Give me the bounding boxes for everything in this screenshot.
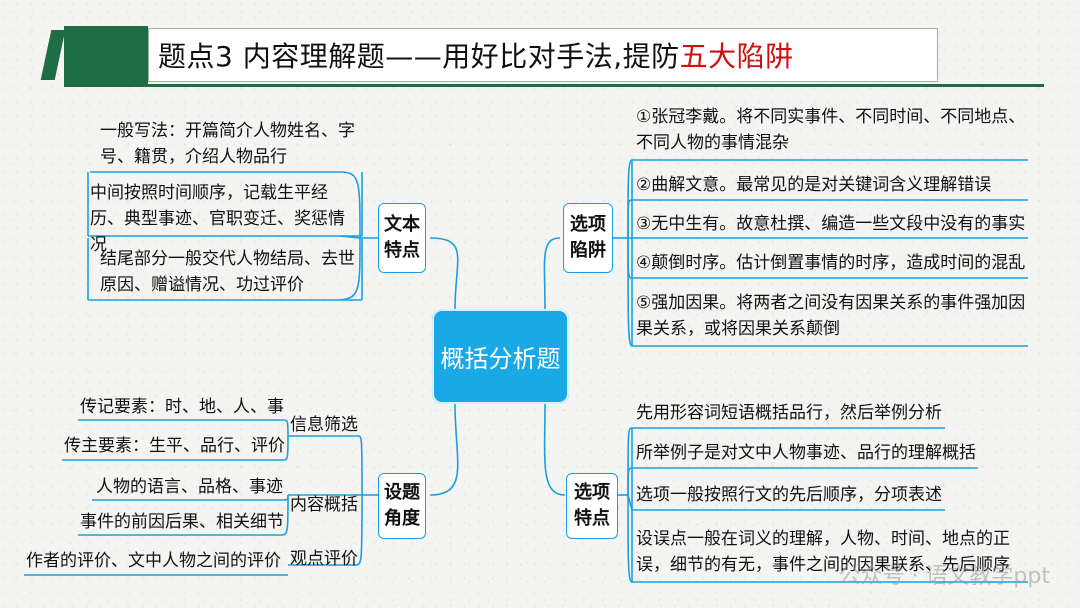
option-trap-item-1: ①张冠李戴。将不同实事件、不同时间、不同地点、不同人物的事情混杂: [636, 107, 1026, 153]
angle-item-4: 事件的前因后果、相关细节: [80, 512, 284, 532]
angle-item-1: 传记要素：时、地、人、事: [80, 397, 284, 417]
page-title: 题点3 内容理解题——用好比对手法,提防五大陷阱: [158, 35, 794, 75]
branch-option-traps-l2: 陷阱: [570, 240, 606, 261]
option-trap-item-2: ②曲解文意。最常见的是对关键词含义理解错误: [636, 175, 992, 195]
connector-center-text-features: [429, 237, 459, 310]
group-label-info-filter: 信息筛选: [290, 415, 358, 435]
title-bar: [38, 20, 1048, 87]
option-feature-item-4: 设误点一般在词义的理解，人物、时间、地点的正误，细节的有无，事件之间的因果联系、…: [636, 529, 1010, 575]
branch-option-traps-l1: 选项: [570, 214, 606, 235]
option-feature-item-2: 所举例子是对文中人物事迹、品行的理解概括: [636, 443, 976, 463]
option-feature-item-1: 先用形容词短语概括品行，然后举例分析: [636, 403, 942, 423]
group-label-content-summary: 内容概括: [290, 495, 358, 515]
connector-center-question-angle: [429, 403, 459, 496]
branch-question-angle-l1: 设题: [384, 482, 420, 503]
branch-text-features-l2: 特点: [384, 240, 420, 261]
title-underline: [64, 84, 1044, 87]
title-box: [148, 28, 938, 82]
option-trap-item-5: ⑤强加因果。将两者之间没有因果关系的事件强加因果关系，或将因果关系颠倒: [636, 293, 1026, 339]
angle-item-3: 人物的语言、品格、事迹: [96, 477, 283, 497]
branch-option-features: 选项 特点: [566, 473, 618, 539]
branch-option-features-l1: 选项: [574, 482, 610, 503]
connector-center-option-features: [543, 403, 566, 496]
group-label-viewpoint-evaluation: 观点评价: [290, 549, 358, 569]
title-dark-block: [64, 26, 148, 84]
center-node: 概括分析题: [432, 309, 569, 404]
text-feature-item-2: 中间按照时间顺序，记载生平经历、典型事迹、官职变迁、奖惩情况: [90, 183, 345, 255]
watermark: 公众号 · 语文教学ppt: [838, 564, 1050, 589]
option-feature-item-3: 选项一般按照行文的先后顺序，分项表述: [636, 485, 942, 505]
angle-item-2: 传主要素：生平、品行、评价: [64, 436, 285, 456]
option-trap-item-4: ④颠倒时序。估计倒置事情的时序，造成时间的混乱: [636, 253, 1026, 273]
branch-option-traps: 选项 陷阱: [563, 203, 613, 273]
option-trap-item-3: ③无中生有。故意杜撰、编造一些文段中没有的事实: [636, 214, 1026, 234]
title-main: 题点3 内容理解题——用好比对手法,提防: [158, 40, 680, 73]
text-feature-item-3: 结尾部分一般交代人物结局、去世原因、赠谥情况、功过评价: [100, 249, 355, 295]
branch-text-features: 文本 特点: [378, 203, 426, 273]
branch-question-angle: 设题 角度: [378, 473, 426, 539]
text-feature-item-1: 一般写法：开篇简介人物姓名、字号、籍贯，介绍人物品行: [100, 121, 355, 167]
title-highlight: 五大陷阱: [679, 40, 794, 73]
angle-item-5: 作者的评价、文中人物之间的评价: [26, 551, 281, 571]
branch-question-angle-l2: 角度: [384, 508, 420, 529]
branch-text-features-l1: 文本: [384, 214, 420, 235]
connector-center-option-traps: [543, 237, 561, 310]
branch-option-features-l2: 特点: [574, 508, 610, 529]
